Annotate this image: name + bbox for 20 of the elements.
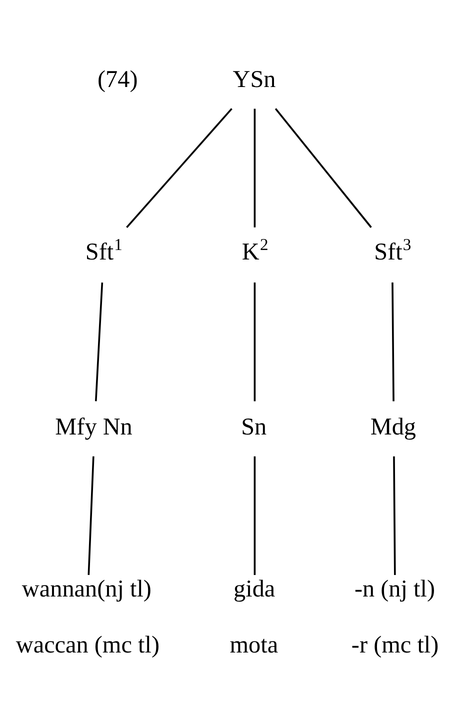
connector: [254, 108, 256, 227]
connector: [392, 282, 394, 401]
node-text: Sn: [241, 413, 267, 440]
node-text: -n (nj tl) -r (mc tl): [351, 574, 439, 658]
connector: [254, 456, 256, 574]
node-text: YSn: [232, 65, 276, 92]
label: (74): [98, 65, 138, 92]
connector: [254, 282, 256, 401]
connector: [94, 282, 104, 401]
connector: [88, 456, 94, 574]
connector: [393, 456, 396, 574]
node-text: wannan(nj tl) waccan (mc tl): [16, 574, 160, 658]
connector: [126, 108, 232, 228]
node-text: K$^{2}$: [242, 234, 268, 265]
node-text: gida mota: [230, 574, 278, 658]
node-text: Mfy Nn: [55, 413, 132, 440]
node-text: Mdg: [370, 413, 416, 440]
node-text: Sft$^{1}$: [85, 234, 122, 265]
node-text: Sft$^{3}$: [374, 234, 412, 265]
connector: [274, 108, 372, 228]
